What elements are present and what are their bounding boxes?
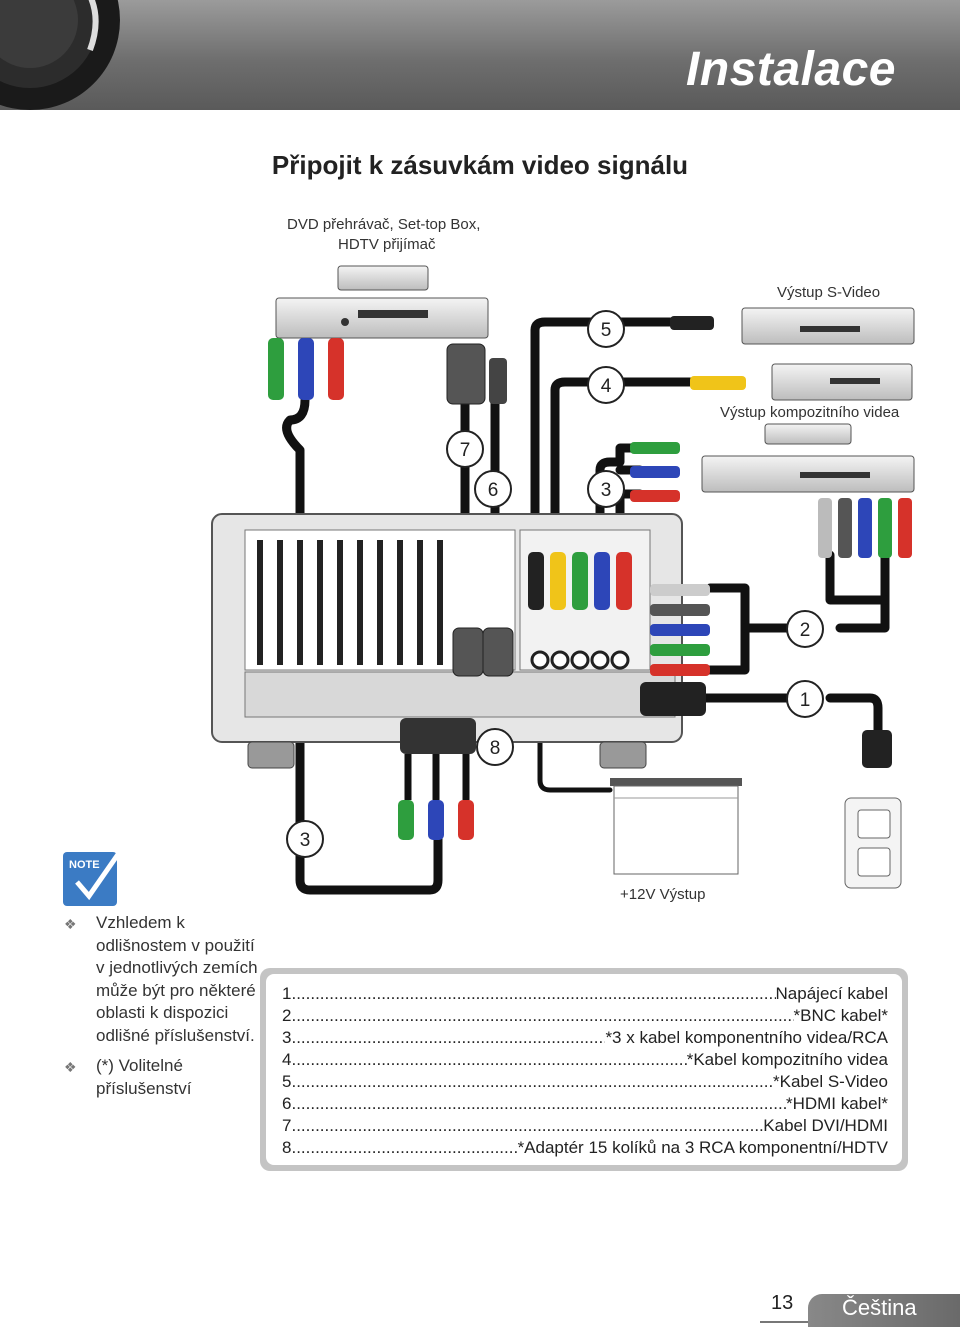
twelve-volt-label: +12V Výstup bbox=[620, 886, 706, 903]
callout-3-top: 3 bbox=[587, 470, 625, 508]
callout-7: 7 bbox=[446, 430, 484, 468]
language-label: Čeština bbox=[842, 1295, 917, 1320]
dvd-label-line1: DVD přehrávač, Set-top Box, bbox=[287, 216, 481, 233]
language-tab bbox=[808, 1294, 960, 1327]
dvd-label-line2: HDTV přijímač bbox=[338, 236, 436, 253]
legend-row: 2.......................................… bbox=[282, 1006, 888, 1025]
callout-1: 1 bbox=[786, 680, 824, 718]
note-item: ❖(*) Volitelné příslušenství bbox=[64, 1056, 192, 1098]
header-title: Instalace bbox=[686, 43, 896, 96]
page-number: 13 bbox=[771, 1292, 794, 1314]
callout-3-bottom: 3 bbox=[286, 820, 324, 858]
legend-row: 7.......................................… bbox=[282, 1116, 888, 1135]
cable-legend: 1.......................................… bbox=[260, 968, 908, 1171]
svideo-output-label: Výstup S-Video bbox=[777, 284, 881, 301]
callout-8: 8 bbox=[476, 728, 514, 766]
diamond-bullet-icon: ❖ bbox=[64, 916, 77, 932]
svg-text:NOTE: NOTE bbox=[69, 859, 100, 871]
legend-row: 3.......................................… bbox=[282, 1028, 888, 1047]
legend-row: 6.......................................… bbox=[282, 1094, 888, 1113]
legend-row: 1.......................................… bbox=[282, 984, 888, 1003]
page-title: Připojit k zásuvkám video signálu bbox=[271, 150, 689, 180]
legend-row: 4.......................................… bbox=[282, 1050, 888, 1069]
callout-2: 2 bbox=[786, 610, 824, 648]
note-list: ❖Vzhledem k odlišnostem v použití v jedn… bbox=[60, 912, 260, 1108]
legend-row: 8.......................................… bbox=[282, 1138, 888, 1157]
note-icon: NOTE bbox=[63, 848, 124, 906]
connection-diagram bbox=[211, 265, 915, 895]
diamond-bullet-icon: ❖ bbox=[64, 1059, 77, 1075]
callout-6: 6 bbox=[474, 470, 512, 508]
legend-row: 5.......................................… bbox=[282, 1072, 888, 1091]
note-item: ❖Vzhledem k odlišnostem v použití v jedn… bbox=[64, 913, 258, 1045]
callout-4: 4 bbox=[587, 366, 625, 404]
composite-output-label: Výstup kompozitního videa bbox=[720, 404, 900, 421]
callout-5: 5 bbox=[587, 310, 625, 348]
header-banner: Instalace bbox=[0, 0, 960, 110]
lens-graphic bbox=[0, 0, 120, 110]
